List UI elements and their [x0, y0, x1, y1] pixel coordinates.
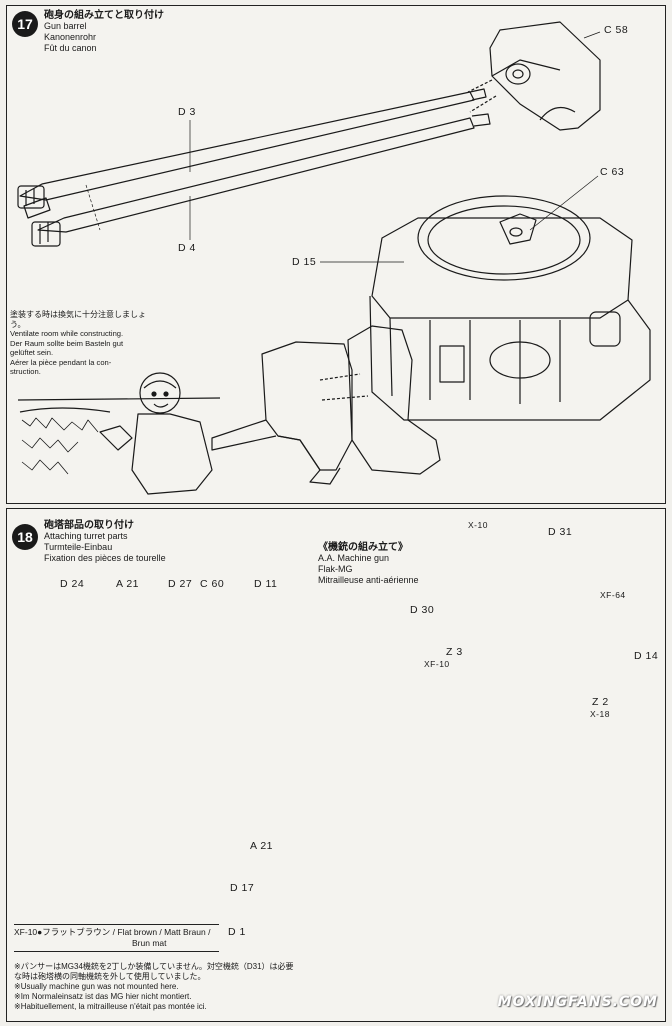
label-xf64: XF-64 [600, 590, 626, 600]
label-xf10: XF-10 [424, 659, 450, 669]
front-plate-assembly [211, 325, 441, 485]
step-18-title-de: Turmteile-Einbau [44, 542, 113, 552]
step-17-number: 17 [12, 11, 38, 37]
warning-de-2: gelüftet sein. [10, 348, 54, 357]
note-en: ※Usually machine gun was not mounted her… [14, 982, 179, 991]
step-17-title-en: Gun barrel [44, 21, 87, 31]
note-fr: ※Habituellement, la mitrailleuse n'était… [14, 1002, 207, 1011]
watermark-text: MOXINGFANS.COM [497, 994, 658, 1010]
step-17-title-fr: Fût du canon [44, 43, 97, 53]
part-c58-mantlet [467, 21, 601, 131]
step-18-title-fr: Fixation des pièces de tourelle [44, 553, 166, 563]
step-17-title-jp: 砲身の組み立てと取り付け [44, 10, 164, 21]
warning-en: Ventilate room while constructing. [10, 329, 124, 338]
label-z3: Z 3 [446, 646, 463, 658]
historical-notes: ※パンサーはMG34機銃を2丁しか装備していません。対空機銃（D31）は必要 な… [14, 962, 434, 1012]
step-17-titles: 砲身の組み立てと取り付け Gun barrel Kanonenrohr Fût … [44, 10, 164, 54]
label-d1: D 1 [228, 926, 246, 938]
ventilation-warning: 塗装する時は換気に十分注意しましょう。 Ventilate room while… [10, 310, 160, 377]
label-d30: D 30 [410, 604, 435, 616]
step-17-panel [6, 5, 666, 504]
warning-fr-2: struction. [10, 367, 41, 376]
step-18-titles: 砲塔部品の取り付け Attaching turret parts Turmtei… [44, 520, 166, 564]
label-d15: D 15 [292, 256, 317, 268]
step-17-title-de: Kanonenrohr [44, 32, 97, 42]
mg-title-jp: 《機銃の組み立て》 [318, 542, 408, 553]
note-de: ※Im Normaleinsatz ist das MG hier nicht … [14, 992, 192, 1001]
label-d14: D 14 [634, 650, 659, 662]
label-x10: X-10 [468, 520, 488, 530]
label-d11: D 11 [254, 578, 278, 590]
paint-line-2: Brun mat [132, 938, 167, 948]
label-a21: A 21 [116, 578, 140, 590]
mg-title-en: A.A. Machine gun [318, 553, 390, 563]
warning-fr-1: Aérer la pièce pendant la con- [10, 357, 112, 367]
label-d24: D 24 [60, 578, 85, 590]
warning-jp: 塗装する時は換気に十分注意しましょう。 [10, 310, 146, 329]
mg-title-de: Flak-MG [318, 564, 353, 574]
step-18-panel [6, 508, 666, 1022]
paint-reference: XF-10●フラットブラウン / Flat brown / Matt Braun… [14, 924, 219, 952]
label-c60: C 60 [200, 578, 225, 590]
step-18-title-jp: 砲塔部品の取り付け [44, 520, 134, 531]
note-jp-1: ※パンサーはMG34機銃を2丁しか装備していません。対空機銃（D31）は必要 [14, 962, 294, 971]
painter-illustration [17, 372, 221, 495]
label-d17: D 17 [230, 882, 255, 894]
label-c63: C 63 [600, 166, 625, 178]
label-d3: D 3 [178, 106, 196, 118]
turret-body-17 [369, 195, 651, 421]
label-d31: D 31 [548, 526, 573, 538]
label-c58: C 58 [604, 24, 629, 36]
label-d27: D 27 [168, 578, 193, 590]
label-x18: X-18 [590, 709, 610, 719]
label-z2: Z 2 [592, 696, 609, 708]
barrel-half-d4 [31, 113, 491, 247]
label-d4: D 4 [178, 242, 196, 254]
warning-de-1: Der Raum sollte beim Basteln gut [10, 338, 124, 348]
paint-line-1: XF-10●フラットブラウン / Flat brown / Matt Braun… [14, 927, 211, 937]
mg-assembly-titles: 《機銃の組み立て》 A.A. Machine gun Flak-MG Mitra… [318, 542, 419, 586]
note-jp-2: な時は砲塔横の同軸機銃を外して使用していました。 [14, 972, 206, 981]
label-a21-lower: A 21 [250, 840, 274, 852]
barrel-half-d3 [17, 88, 487, 219]
step-18-number: 18 [12, 524, 38, 550]
step-18-title-en: Attaching turret parts [44, 531, 128, 541]
mg-title-fr: Mitrailleuse anti-aérienne [318, 575, 419, 585]
